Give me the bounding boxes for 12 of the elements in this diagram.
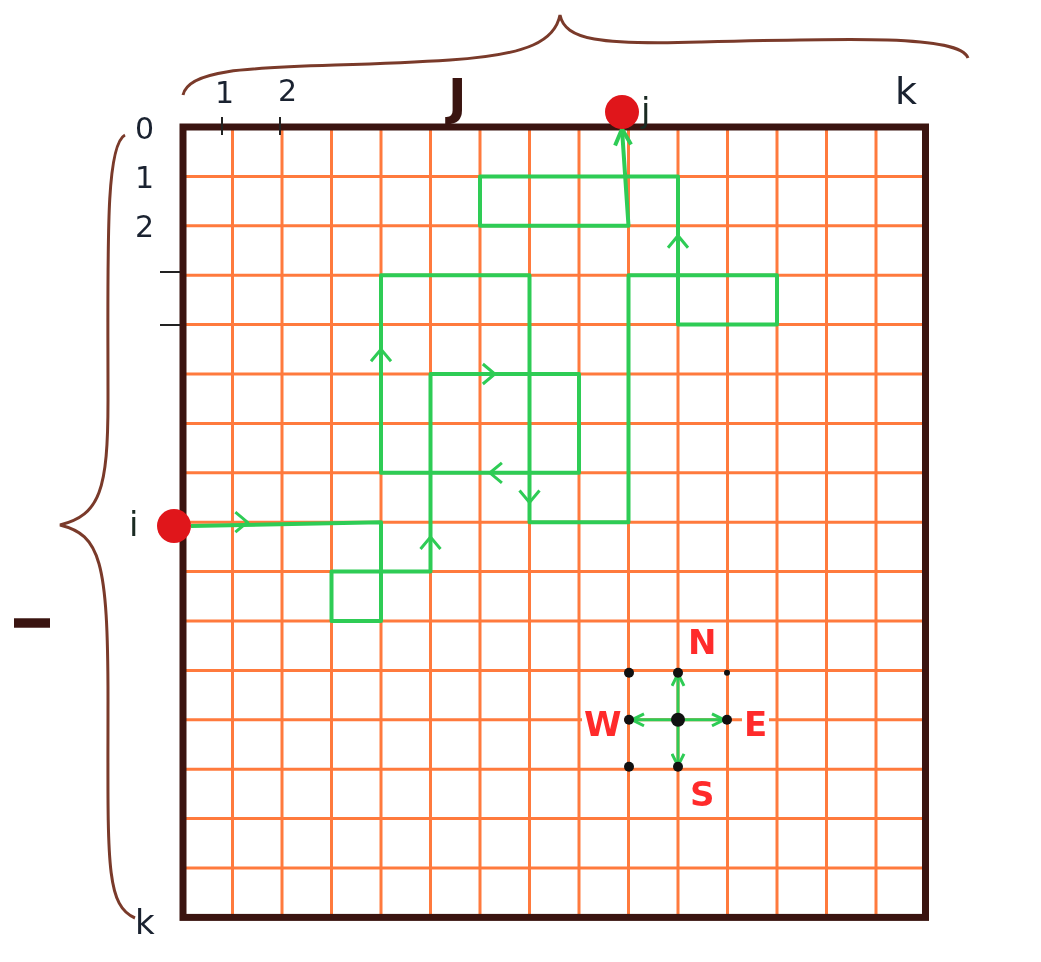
- dimension-letter: I: [6, 613, 57, 633]
- axis-number: 1: [215, 78, 235, 108]
- corner-letter: k: [895, 72, 917, 110]
- corner-letter: k: [135, 905, 155, 939]
- axis-number: 0: [135, 114, 155, 144]
- point-label: j: [641, 93, 651, 127]
- axis-number: 1: [135, 163, 155, 193]
- point-dot: [605, 95, 639, 129]
- axis-number: 2: [278, 76, 298, 106]
- axis-number: 2: [135, 212, 155, 242]
- point-dot: [157, 509, 191, 543]
- point-label: i: [129, 507, 139, 541]
